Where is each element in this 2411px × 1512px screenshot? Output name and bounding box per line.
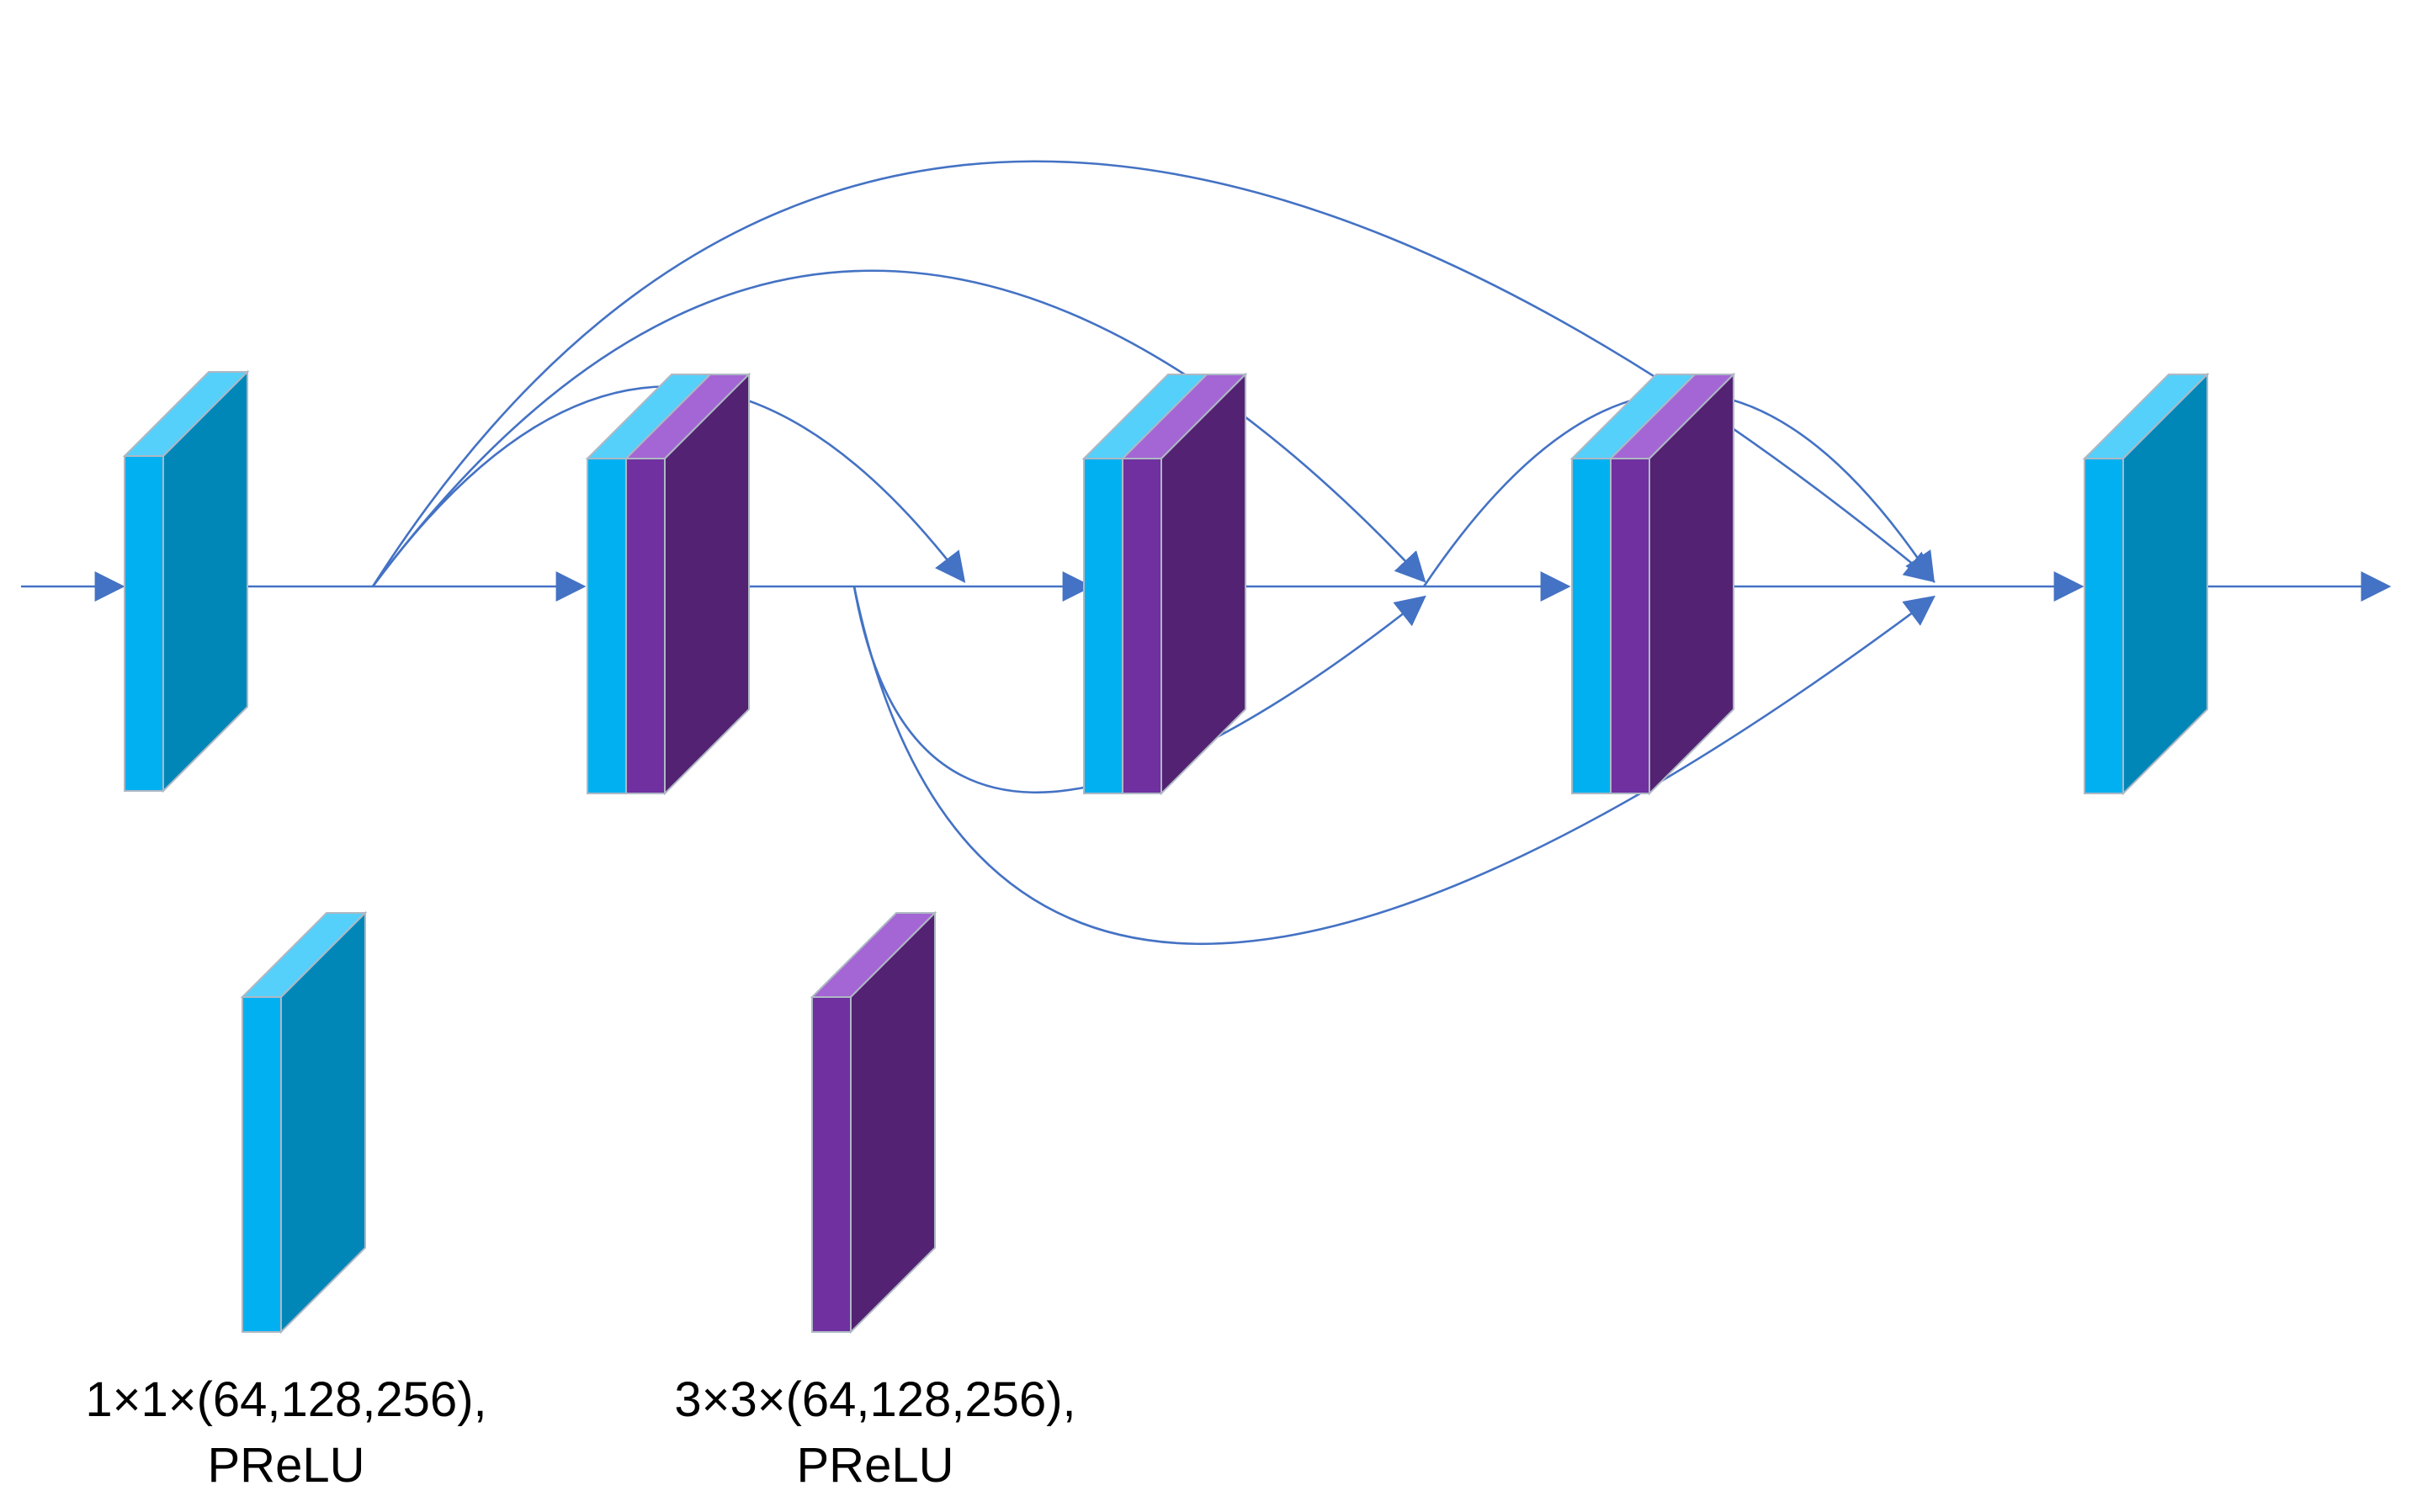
slab-front-face	[587, 458, 627, 794]
skip-arc-short-bottom	[852, 586, 1426, 794]
block-residual-3	[1569, 372, 1736, 796]
block-residual-1	[585, 372, 751, 796]
slab-front-face	[625, 458, 666, 794]
skip-arc-long-bottom	[852, 586, 1936, 946]
cyan-block-icon	[122, 369, 250, 793]
skip-arc-mid-top	[371, 269, 1426, 587]
legend-label-conv1: 1×1×(64,128,256), PReLU	[0, 1367, 581, 1499]
slab-front-face	[2084, 458, 2124, 794]
slab-front-face	[1610, 458, 1650, 794]
skip-arc-long-top	[371, 160, 1936, 587]
cyan-block-icon	[2082, 372, 2210, 796]
legend-kernel-conv1: 1×1×(64,128,256),	[85, 1372, 487, 1427]
slab-front-face	[1083, 458, 1123, 794]
legend-kernel-conv3: 3×3×(64,128,256),	[674, 1372, 1076, 1427]
legend-activation-conv3: PReLU	[796, 1438, 954, 1493]
slab-front-face	[242, 996, 282, 1333]
slab-front-face	[1571, 458, 1612, 794]
block-residual-2	[1081, 372, 1248, 796]
slab-front-face	[124, 455, 164, 792]
legend-label-conv3: 3×3×(64,128,256), PReLU	[581, 1367, 1170, 1499]
legend-activation-conv1: PReLU	[207, 1438, 365, 1493]
slab-front-face	[1122, 458, 1162, 794]
purple-block-icon	[1608, 372, 1736, 796]
block-output-conv	[2082, 372, 2210, 796]
purple-block-icon	[624, 372, 751, 796]
legend-block-conv3	[810, 910, 937, 1334]
block-input-conv	[122, 369, 250, 793]
slab-front-face	[811, 996, 852, 1333]
purple-block-icon	[810, 910, 937, 1334]
purple-block-icon	[1120, 372, 1248, 796]
blocks	[122, 369, 2210, 1334]
connections	[21, 160, 2392, 946]
legend-block-conv1	[240, 910, 368, 1334]
cyan-block-icon	[240, 910, 368, 1334]
